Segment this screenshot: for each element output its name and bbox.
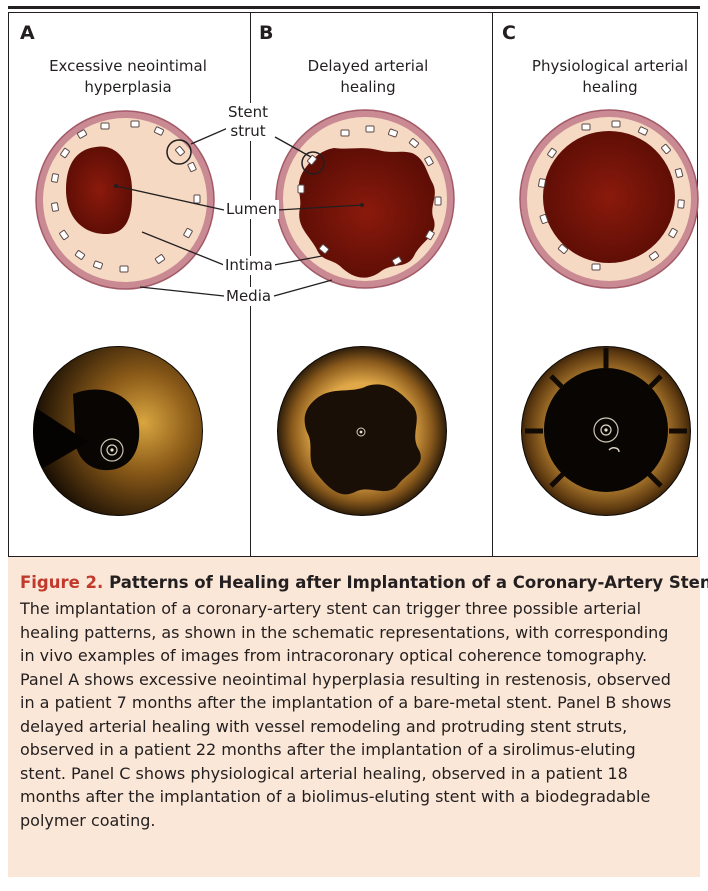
- panel-c-lumen: [543, 131, 675, 263]
- caption-body: The implantation of a coronary-artery st…: [20, 597, 686, 832]
- leader-media-a: [140, 287, 224, 296]
- strut: [678, 200, 685, 208]
- strut: [435, 197, 441, 205]
- lumen-dot-a: [114, 184, 118, 188]
- figure-title: Patterns of Healing after Implantation o…: [109, 573, 708, 592]
- strut: [538, 179, 545, 188]
- panel-b-vessel: [276, 110, 454, 288]
- panel-a-oct-image: [33, 346, 203, 516]
- strut: [101, 123, 109, 129]
- caption-heading: Figure 2. Patterns of Healing after Impl…: [20, 571, 686, 594]
- panel-a-vessel: [36, 111, 214, 289]
- panel-c-vessel: [520, 110, 698, 288]
- label-stent-strut: Stent strut: [226, 103, 270, 141]
- strut: [298, 185, 304, 193]
- figure-caption: Figure 2. Patterns of Healing after Impl…: [8, 557, 700, 877]
- lumen-dot-b: [360, 203, 364, 207]
- strut: [51, 174, 58, 183]
- strut: [612, 121, 620, 127]
- strut: [341, 130, 349, 136]
- strut: [592, 264, 600, 270]
- strut: [51, 203, 58, 212]
- figure-number: Figure 2.: [20, 573, 103, 592]
- strut: [675, 168, 683, 177]
- strut: [194, 195, 200, 203]
- label-media: Media: [224, 287, 273, 306]
- panel-c-oct-image: [521, 346, 691, 516]
- label-intima: Intima: [223, 256, 275, 275]
- strut: [366, 126, 374, 132]
- label-lumen: Lumen: [224, 200, 279, 219]
- panel-b-oct-image: [277, 346, 447, 516]
- leader-media-b: [274, 280, 332, 296]
- strut: [120, 266, 128, 272]
- strut: [582, 124, 590, 130]
- strut: [131, 121, 139, 127]
